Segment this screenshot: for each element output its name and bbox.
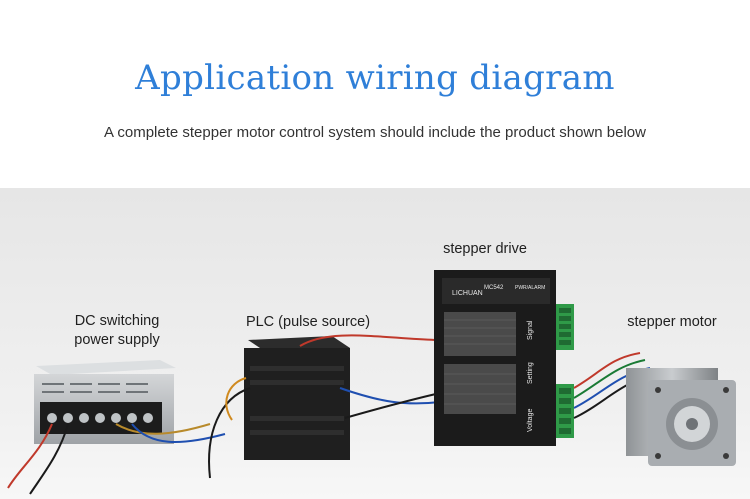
header: Application wiring diagram A complete st…: [0, 0, 750, 188]
page-title: Application wiring diagram: [135, 58, 615, 98]
power-supply: [7, 360, 226, 495]
stepper-motor: [626, 368, 736, 466]
label-stepper-drive: stepper drive: [443, 241, 527, 257]
stepper-drive: LICHUAN MC542 PWR/ALARM Signal Setting V…: [434, 270, 656, 446]
drive-voltage: Voltage: [527, 409, 534, 432]
drive-status: PWR/ALARM: [515, 285, 545, 291]
label-dc-line1: DC switching: [74, 313, 160, 329]
label-dc-line2: power supply: [74, 332, 160, 348]
drive-signal: Signal: [527, 320, 534, 340]
label-plc: PLC (pulse source): [245, 314, 371, 330]
plc-unit: [208, 334, 441, 479]
page-subtitle: A complete stepper motor control system …: [104, 124, 646, 141]
product-photo: LICHUAN MC542 PWR/ALARM Signal Setting V…: [0, 188, 750, 499]
drive-setting: Setting: [527, 362, 534, 384]
drive-model: MC542: [484, 285, 504, 291]
label-stepper-motor: stepper motor: [627, 314, 717, 330]
label-dc-switching-power-supply: DC switching power supply: [52, 312, 182, 350]
drive-brand: LICHUAN: [452, 290, 483, 297]
